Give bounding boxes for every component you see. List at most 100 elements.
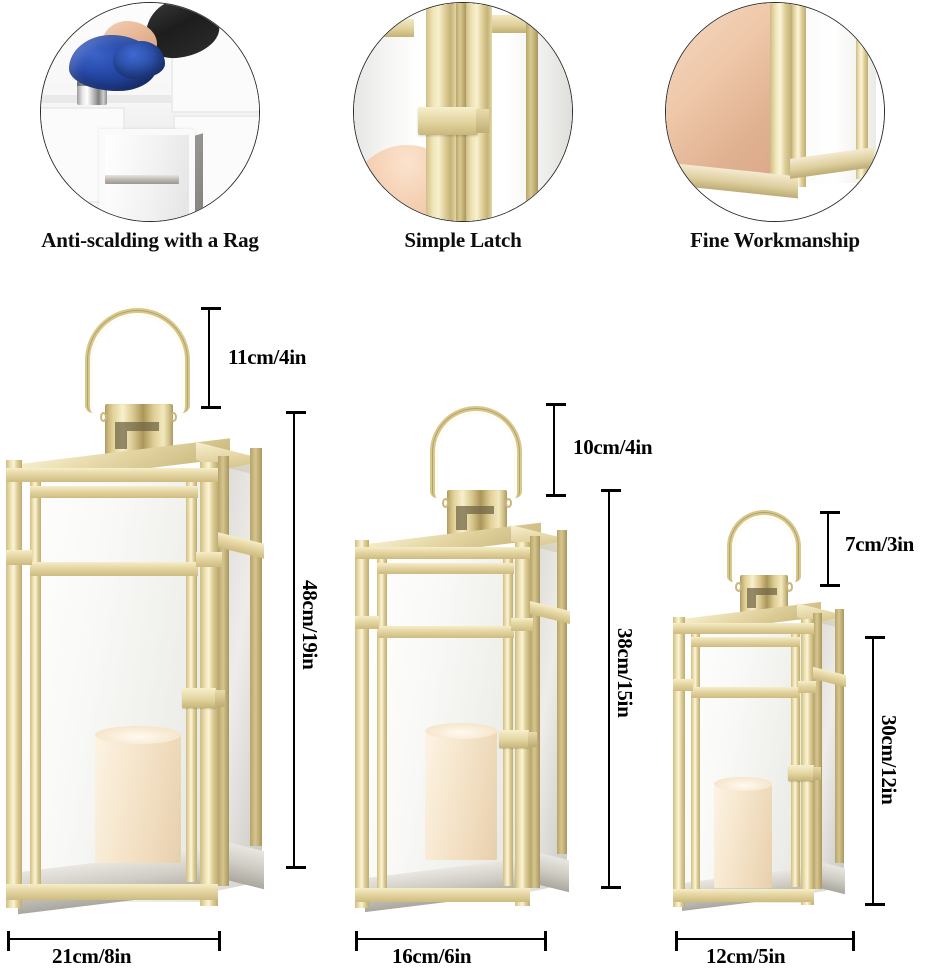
feature-caption: Fine Workmanship (690, 228, 860, 252)
dim-label-handle-medium: 10cm/4in (573, 435, 653, 459)
collar-slot-top (747, 588, 777, 595)
post-rear-small (835, 609, 844, 863)
post-rear-medium (557, 530, 567, 854)
dim-label-height-medium: 38cm/15in (613, 628, 637, 718)
horizontal-rail-right (480, 15, 568, 33)
collar-slot-top (115, 422, 159, 431)
rail-top-small (673, 623, 814, 634)
corner-post-front (770, 3, 792, 189)
lantern-small (665, 505, 880, 920)
door-post-left-large (30, 476, 41, 884)
dim-label-height-small: 30cm/12in (877, 715, 901, 805)
candle-surface (666, 3, 788, 175)
rail-mid-right-stub-medium (511, 618, 533, 631)
post-mid-small (813, 613, 822, 889)
rail-mid-large (30, 562, 198, 576)
dim-label-width-small: 12cm/5in (706, 944, 786, 968)
corner-post-back (792, 3, 806, 187)
lantern-rail (105, 175, 179, 184)
feature-caption: Anti-scalding with a Rag (41, 228, 259, 252)
feature-simple-latch: Simple Latch (313, 0, 613, 268)
rail-bottom-medium (355, 888, 530, 902)
latch-tab-large (215, 690, 225, 707)
post-front-right-large (200, 462, 218, 906)
blue-rag-fold (113, 41, 165, 79)
latch-large (182, 688, 216, 708)
latch-tab-medium (528, 732, 537, 747)
dim-label-handle-small: 7cm/3in (845, 532, 915, 556)
rail-top-medium (355, 547, 530, 559)
candle-large (95, 733, 181, 863)
post-front-left-small (673, 617, 685, 907)
handle-small (727, 510, 801, 582)
handle-lug-left (735, 582, 742, 592)
post-front-right-medium (515, 542, 530, 906)
rail-bottom-small (673, 889, 814, 902)
dim-label-width-large: 21cm/8in (52, 944, 132, 968)
rail-mid-small (691, 687, 800, 698)
collar-slot-stem (747, 595, 756, 608)
latch-tab (476, 109, 489, 133)
rail-mid-medium (377, 626, 514, 638)
candle-top-large (95, 726, 181, 744)
door-post-right-large (186, 478, 197, 882)
post-mid-medium (530, 536, 540, 888)
dim-line-height-medium (601, 489, 621, 889)
rail-mid-right-stub-large (196, 552, 222, 567)
dim-label-width-medium: 16cm/6in (392, 944, 472, 968)
rail-door-top-large (30, 486, 198, 498)
handle-large (85, 308, 190, 413)
candle-top-small (714, 777, 772, 791)
post-mid-large (218, 456, 229, 886)
dim-label-height-large: 48cm/19in (298, 580, 322, 670)
wall-moulding (41, 95, 259, 103)
handle-lug-right (505, 498, 512, 508)
feature-photo-fine-workmanship (665, 2, 885, 222)
handle-lug-right (786, 582, 793, 592)
door-post-left-small (691, 629, 700, 889)
latch-medium (499, 730, 529, 748)
dim-label-handle-large: 11cm/4in (228, 345, 307, 369)
post-front-left-medium (355, 540, 369, 908)
rail-mid-right-stub-small (798, 681, 816, 693)
feature-caption: Simple Latch (404, 228, 522, 252)
door-post-right-medium (503, 556, 513, 886)
collar-slot-top (456, 506, 494, 514)
handle-medium (430, 406, 522, 498)
latch-small (788, 765, 814, 781)
handle-lug-left (100, 412, 107, 422)
door-post-right-small (791, 631, 800, 887)
candle-top-medium (425, 723, 497, 739)
feature-photo-simple-latch (353, 2, 573, 222)
post-rear-large (250, 448, 262, 846)
dim-line-width-small (675, 931, 855, 951)
dim-line-handle-small (820, 511, 840, 587)
collar-slot-stem (115, 431, 127, 449)
dim-line-height-small (865, 636, 885, 906)
handle-lug-right (170, 412, 177, 422)
latch-tab-small (813, 767, 821, 780)
feature-anti-scalding: Anti-scalding with a Rag (0, 0, 300, 268)
door-post-left-medium (377, 554, 387, 888)
rail-mid-left-stub-large (6, 550, 32, 565)
dim-line-handle-large (201, 307, 221, 409)
rail-mid-left-stub-medium (355, 616, 379, 629)
rail-mid-left-stub-small (673, 679, 693, 691)
steel-lantern-photo (93, 121, 205, 221)
feature-fine-workmanship: Fine Workmanship (625, 0, 925, 268)
dim-line-width-large (7, 931, 221, 951)
feature-photo-anti-scalding (40, 2, 260, 222)
rail-top-large (6, 468, 218, 482)
candle-small (714, 783, 772, 888)
post-front-left-large (6, 460, 22, 908)
frame-post-far (526, 3, 538, 221)
handle-lug-left (442, 498, 449, 508)
far-post (856, 3, 868, 179)
latch-body (418, 107, 478, 135)
dim-line-width-medium (355, 931, 547, 951)
candle-medium (425, 730, 497, 860)
dim-line-height-large (286, 411, 306, 869)
horizontal-rail-left (354, 19, 414, 37)
collar-slot-stem (456, 514, 467, 530)
